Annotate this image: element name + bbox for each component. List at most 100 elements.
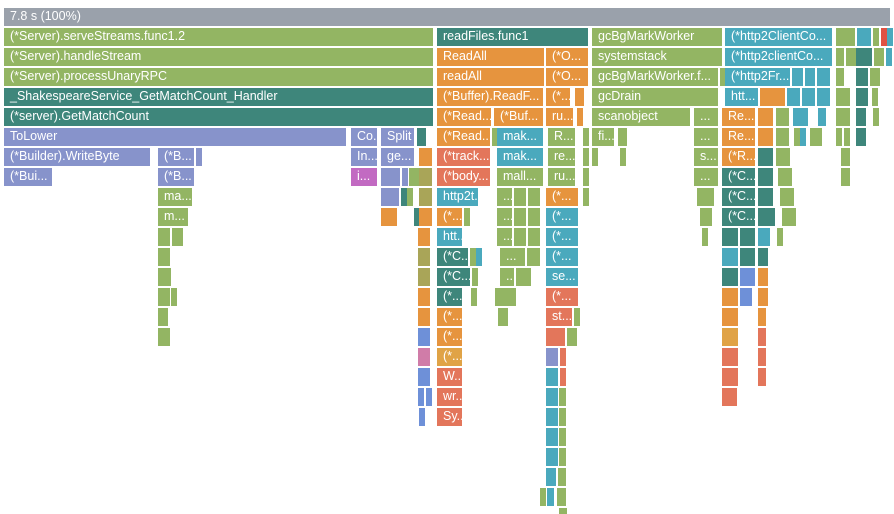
flame-bar[interactable] [870, 68, 876, 86]
flame-bar[interactable] [836, 128, 842, 146]
flame-bar[interactable] [418, 228, 430, 246]
flame-bar[interactable] [546, 428, 558, 446]
flame-bar[interactable] [492, 128, 498, 146]
flame-bar[interactable] [758, 168, 773, 186]
flame-bar[interactable] [722, 348, 738, 366]
flame-bar[interactable]: Co... [351, 128, 377, 146]
flame-bar[interactable] [758, 268, 768, 286]
flame-bar[interactable] [559, 408, 566, 426]
flame-bar[interactable]: ToLower [4, 128, 346, 146]
flame-bar[interactable] [776, 128, 789, 146]
flame-bar[interactable]: (*C... [722, 188, 755, 206]
flame-bar[interactable] [722, 328, 738, 346]
flame-bar[interactable]: (*C... [722, 168, 755, 186]
flame-bar[interactable] [381, 208, 397, 226]
flame-bar[interactable]: (*Server).serveStreams.func1.2 [4, 28, 433, 46]
flame-bar[interactable] [559, 388, 566, 406]
flame-bar[interactable] [857, 28, 871, 46]
flame-bar[interactable] [413, 168, 419, 186]
flame-bar[interactable] [560, 348, 566, 366]
flame-bar[interactable] [872, 88, 878, 106]
flame-bar[interactable]: (*server).GetMatchCount [4, 108, 433, 126]
flame-bar[interactable]: (*... [437, 348, 462, 366]
flame-bar[interactable]: W... [437, 368, 462, 386]
flame-bar[interactable] [498, 308, 504, 326]
flame-bar[interactable] [758, 368, 766, 386]
flame-bar[interactable] [164, 328, 170, 346]
flame-bar[interactable] [418, 268, 430, 286]
flame-bar[interactable]: Sy... [437, 408, 462, 426]
flame-bar[interactable]: st... [546, 308, 572, 326]
flame-bar[interactable]: gcBgMarkWorker.f... [592, 68, 718, 86]
flame-bar[interactable] [158, 248, 170, 266]
flame-bar[interactable] [559, 508, 567, 514]
flame-bar[interactable] [722, 248, 738, 266]
flame-bar[interactable]: Split [381, 128, 414, 146]
flame-bar[interactable] [414, 208, 420, 226]
flame-bar[interactable]: Re... [722, 108, 755, 126]
flame-bar[interactable] [158, 288, 170, 306]
flame-bar[interactable] [841, 168, 850, 186]
flame-bar[interactable]: In... [351, 148, 377, 166]
flame-bar[interactable] [722, 288, 738, 306]
flame-bar[interactable] [852, 48, 858, 66]
flame-bar[interactable] [177, 228, 183, 246]
flame-bar[interactable]: ... [497, 208, 512, 226]
flame-bar[interactable] [805, 68, 815, 86]
flame-bar[interactable] [546, 408, 558, 426]
flame-bar[interactable] [546, 368, 558, 386]
flame-bar[interactable] [514, 208, 526, 226]
flame-bar[interactable] [780, 188, 794, 206]
flame-bar[interactable] [464, 208, 470, 226]
flame-bar[interactable] [418, 328, 430, 346]
flame-bar[interactable] [758, 288, 768, 306]
flame-bar[interactable] [841, 148, 850, 166]
flame-bar[interactable] [758, 188, 773, 206]
flame-bar[interactable] [697, 188, 714, 206]
flame-bar[interactable] [419, 208, 432, 226]
flame-bar[interactable] [158, 268, 171, 286]
flame-bar[interactable] [836, 48, 844, 66]
flame-bar[interactable] [381, 168, 400, 186]
flame-bar[interactable]: fi... [592, 128, 614, 146]
flame-bar[interactable]: ... [500, 268, 514, 286]
flame-bar[interactable]: (*B... [158, 168, 194, 186]
flame-bar[interactable] [172, 228, 178, 246]
flame-bar[interactable] [844, 128, 850, 146]
flame-bar[interactable]: ReadAll [437, 48, 544, 66]
flame-bar[interactable] [417, 128, 426, 146]
flame-bar[interactable] [722, 368, 738, 386]
flame-bar[interactable] [559, 448, 566, 466]
flame-bar[interactable] [810, 128, 822, 146]
flame-bar[interactable]: R... [548, 128, 575, 146]
flame-bar[interactable] [158, 228, 170, 246]
flame-bar[interactable] [776, 148, 790, 166]
flame-bar[interactable]: gcDrain [592, 88, 718, 106]
flame-bar[interactable] [856, 68, 868, 86]
flame-bar[interactable] [887, 28, 893, 46]
flame-bar[interactable] [722, 308, 738, 326]
flame-bar[interactable] [836, 88, 850, 106]
flame-bar[interactable]: readAll [437, 68, 544, 86]
flame-bar[interactable]: htt... [437, 228, 462, 246]
flame-bar[interactable]: http2t... [437, 188, 478, 206]
flame-bar[interactable]: wr... [437, 388, 462, 406]
flame-bar[interactable]: (*... [546, 248, 578, 266]
flame-bar[interactable] [583, 128, 589, 146]
flame-bar[interactable] [758, 308, 766, 326]
flame-bar[interactable] [722, 228, 738, 246]
flame-bar[interactable]: readFiles.func1 [437, 28, 588, 46]
flame-bar[interactable] [546, 448, 558, 466]
flame-bar[interactable]: (*O... [546, 68, 588, 86]
flame-bar[interactable] [740, 248, 755, 266]
flame-bar[interactable] [472, 268, 478, 286]
flame-bar[interactable] [873, 108, 879, 126]
flame-bar[interactable] [418, 388, 424, 406]
flame-bar[interactable]: (*Server).processUnaryRPC [4, 68, 433, 86]
flame-bar[interactable] [836, 68, 844, 86]
flame-bar[interactable] [418, 248, 430, 266]
flame-bar[interactable] [583, 168, 589, 186]
flame-bar[interactable] [558, 468, 566, 486]
flame-bar[interactable] [171, 288, 177, 306]
flame-bar[interactable]: (*http2Fr... [725, 68, 790, 86]
